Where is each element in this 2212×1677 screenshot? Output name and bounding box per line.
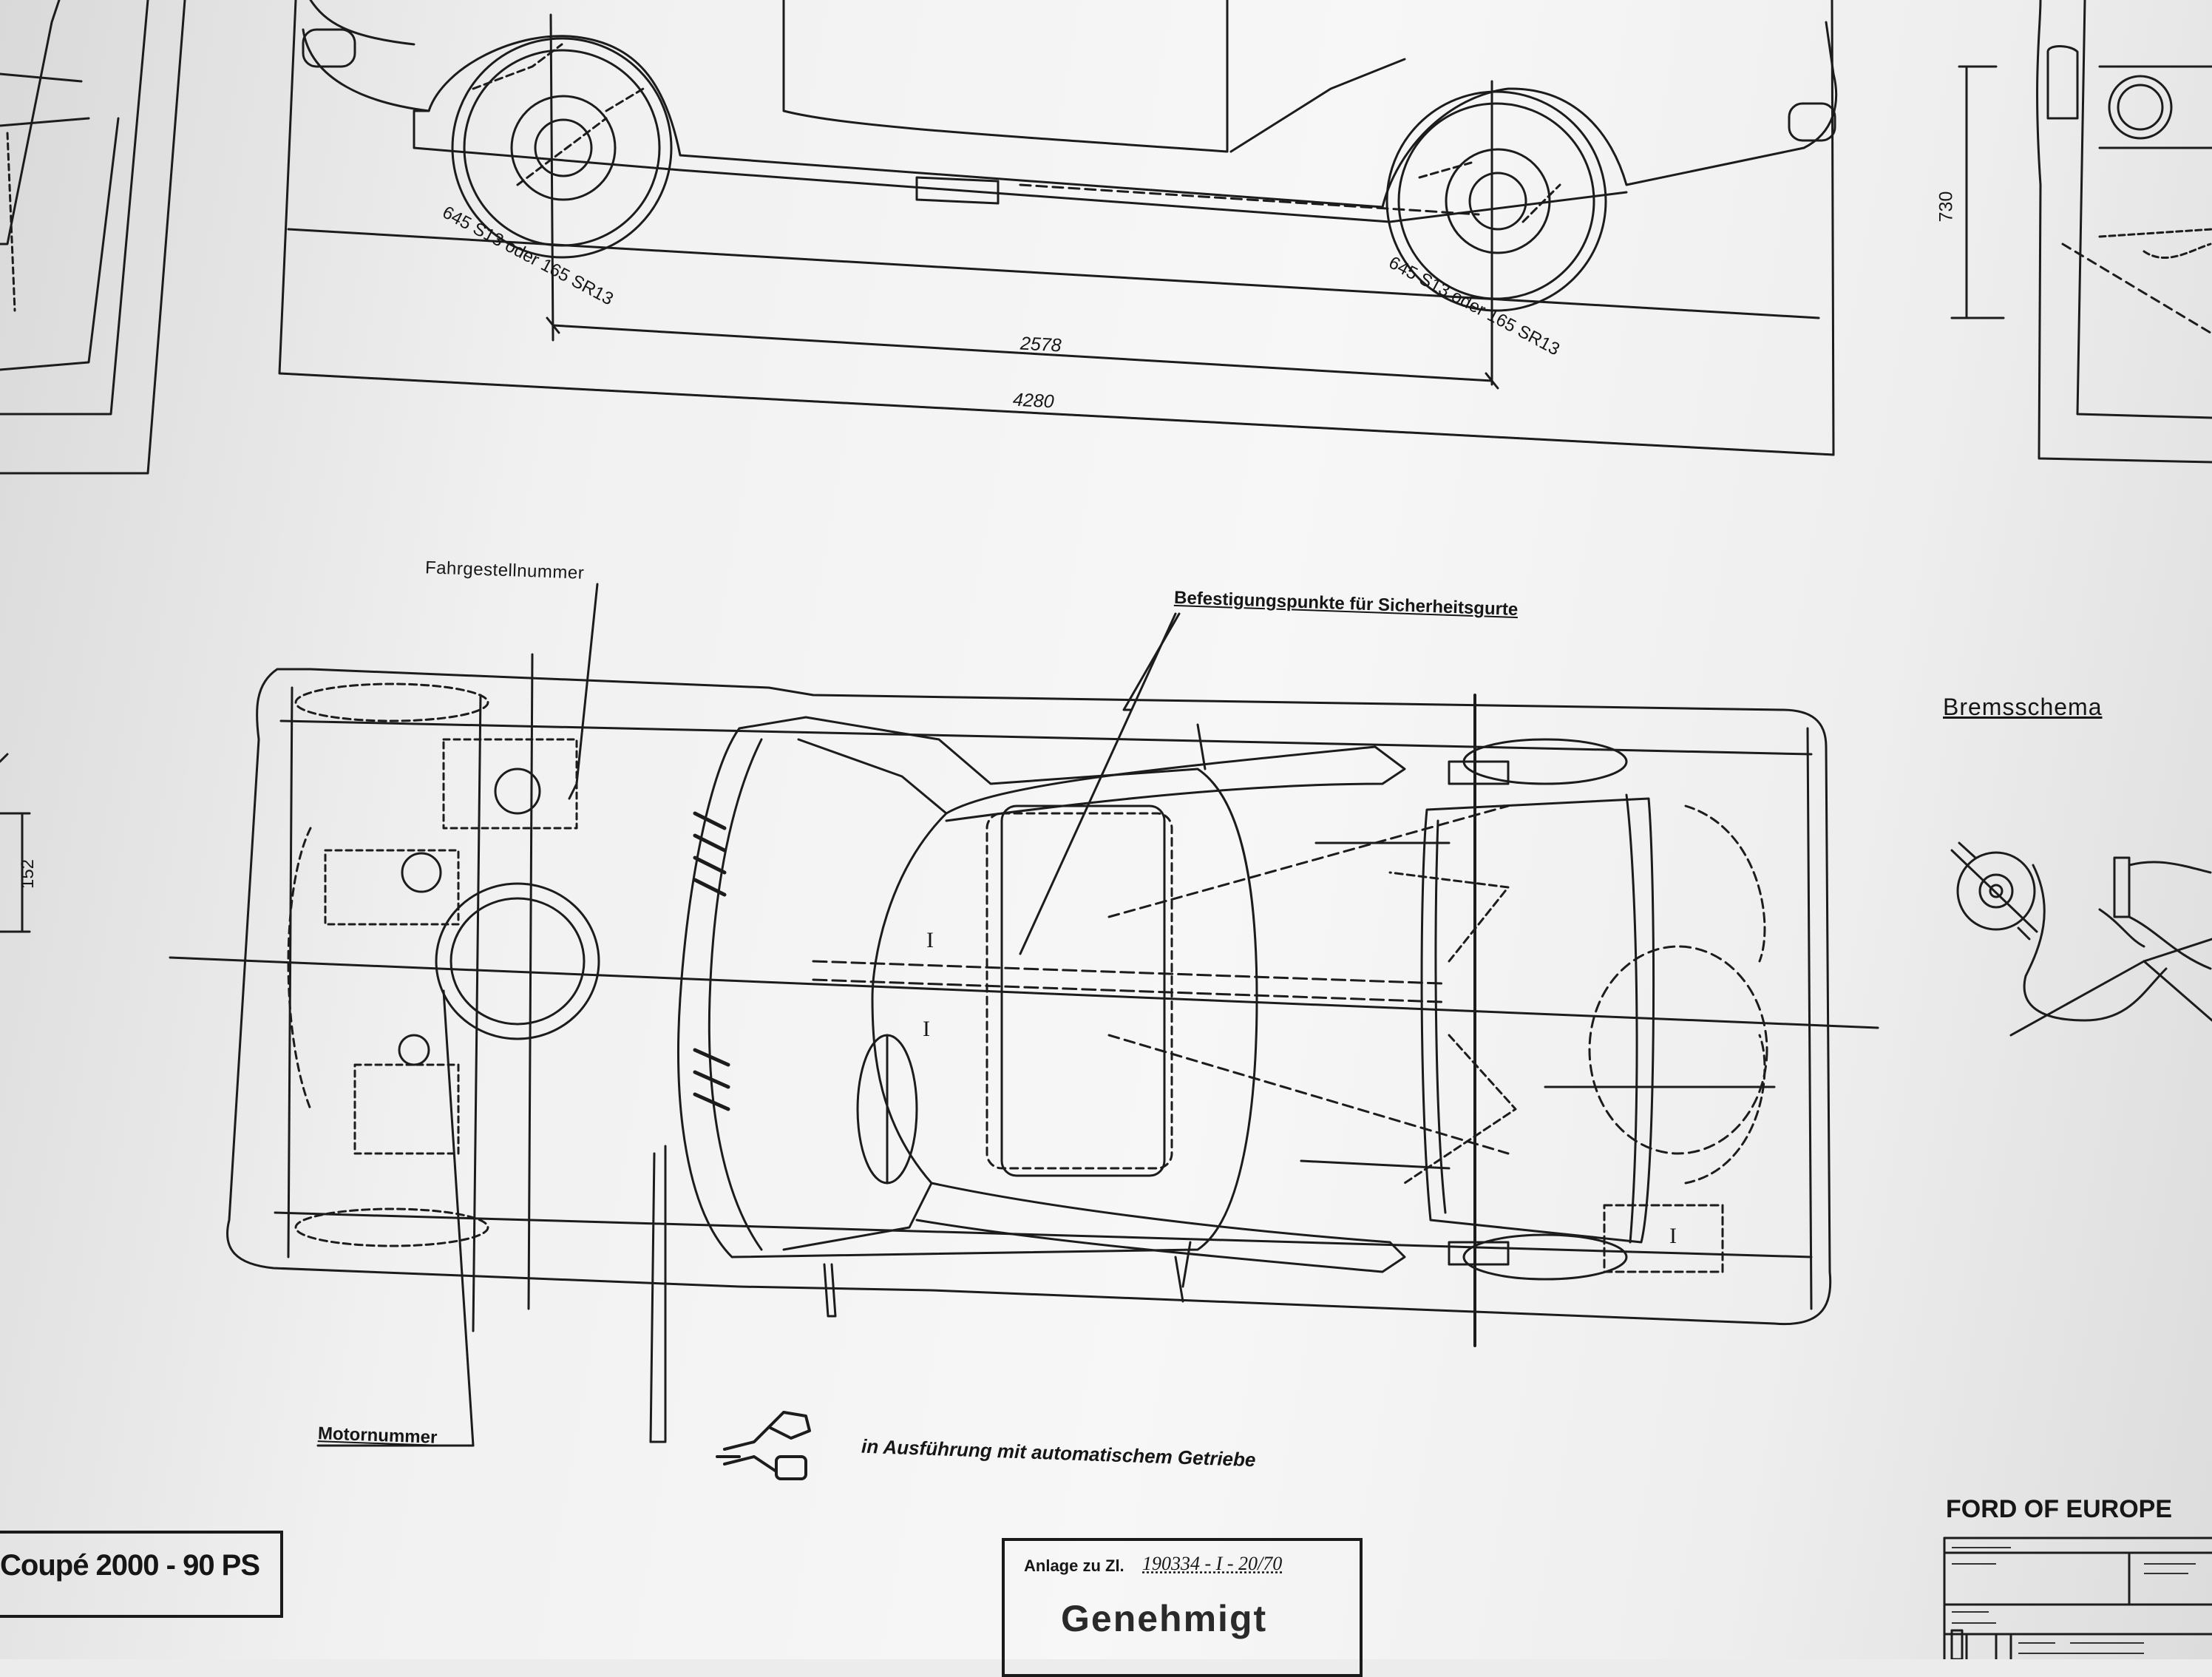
model-title-box xyxy=(0,1531,283,1618)
side-dim-152 xyxy=(0,753,31,933)
ford-title-grid xyxy=(1943,1537,2212,1659)
approval-prefix: Anlage zu Zl. xyxy=(1024,1556,1124,1575)
approval-number: 190334 - I - 20/70 xyxy=(1142,1553,1283,1574)
seat-mark-rear: I xyxy=(1669,1224,1677,1248)
company-name: FORD OF EUROPE xyxy=(1946,1495,2173,1523)
brake-schema-drawing xyxy=(1950,841,2212,1037)
top-view-car xyxy=(169,653,1879,1347)
height-dimension: 730 xyxy=(1936,191,1957,223)
length-dimension: 4280 xyxy=(1012,389,1055,413)
wheelbase-dimension: 2578 xyxy=(1020,333,1062,356)
engine-number-label: Motornummer xyxy=(317,1423,438,1448)
model-title: Coupé 2000 - 90 PS xyxy=(0,1549,260,1582)
seat-mark-front-right: I xyxy=(923,1017,930,1041)
brake-schema-label: Bremsschema xyxy=(1943,694,2103,720)
automatic-gear-symbol xyxy=(716,1411,811,1480)
seat-mark-front-left: I xyxy=(926,928,934,952)
left-partial-view xyxy=(0,0,186,475)
approval-stamp-text: Genehmigt xyxy=(1061,1598,1268,1639)
side-dim-label: 152 xyxy=(18,858,38,890)
front-view-partial xyxy=(1950,0,2212,464)
leader-lines xyxy=(316,583,1181,1447)
side-view-car xyxy=(278,0,1838,456)
